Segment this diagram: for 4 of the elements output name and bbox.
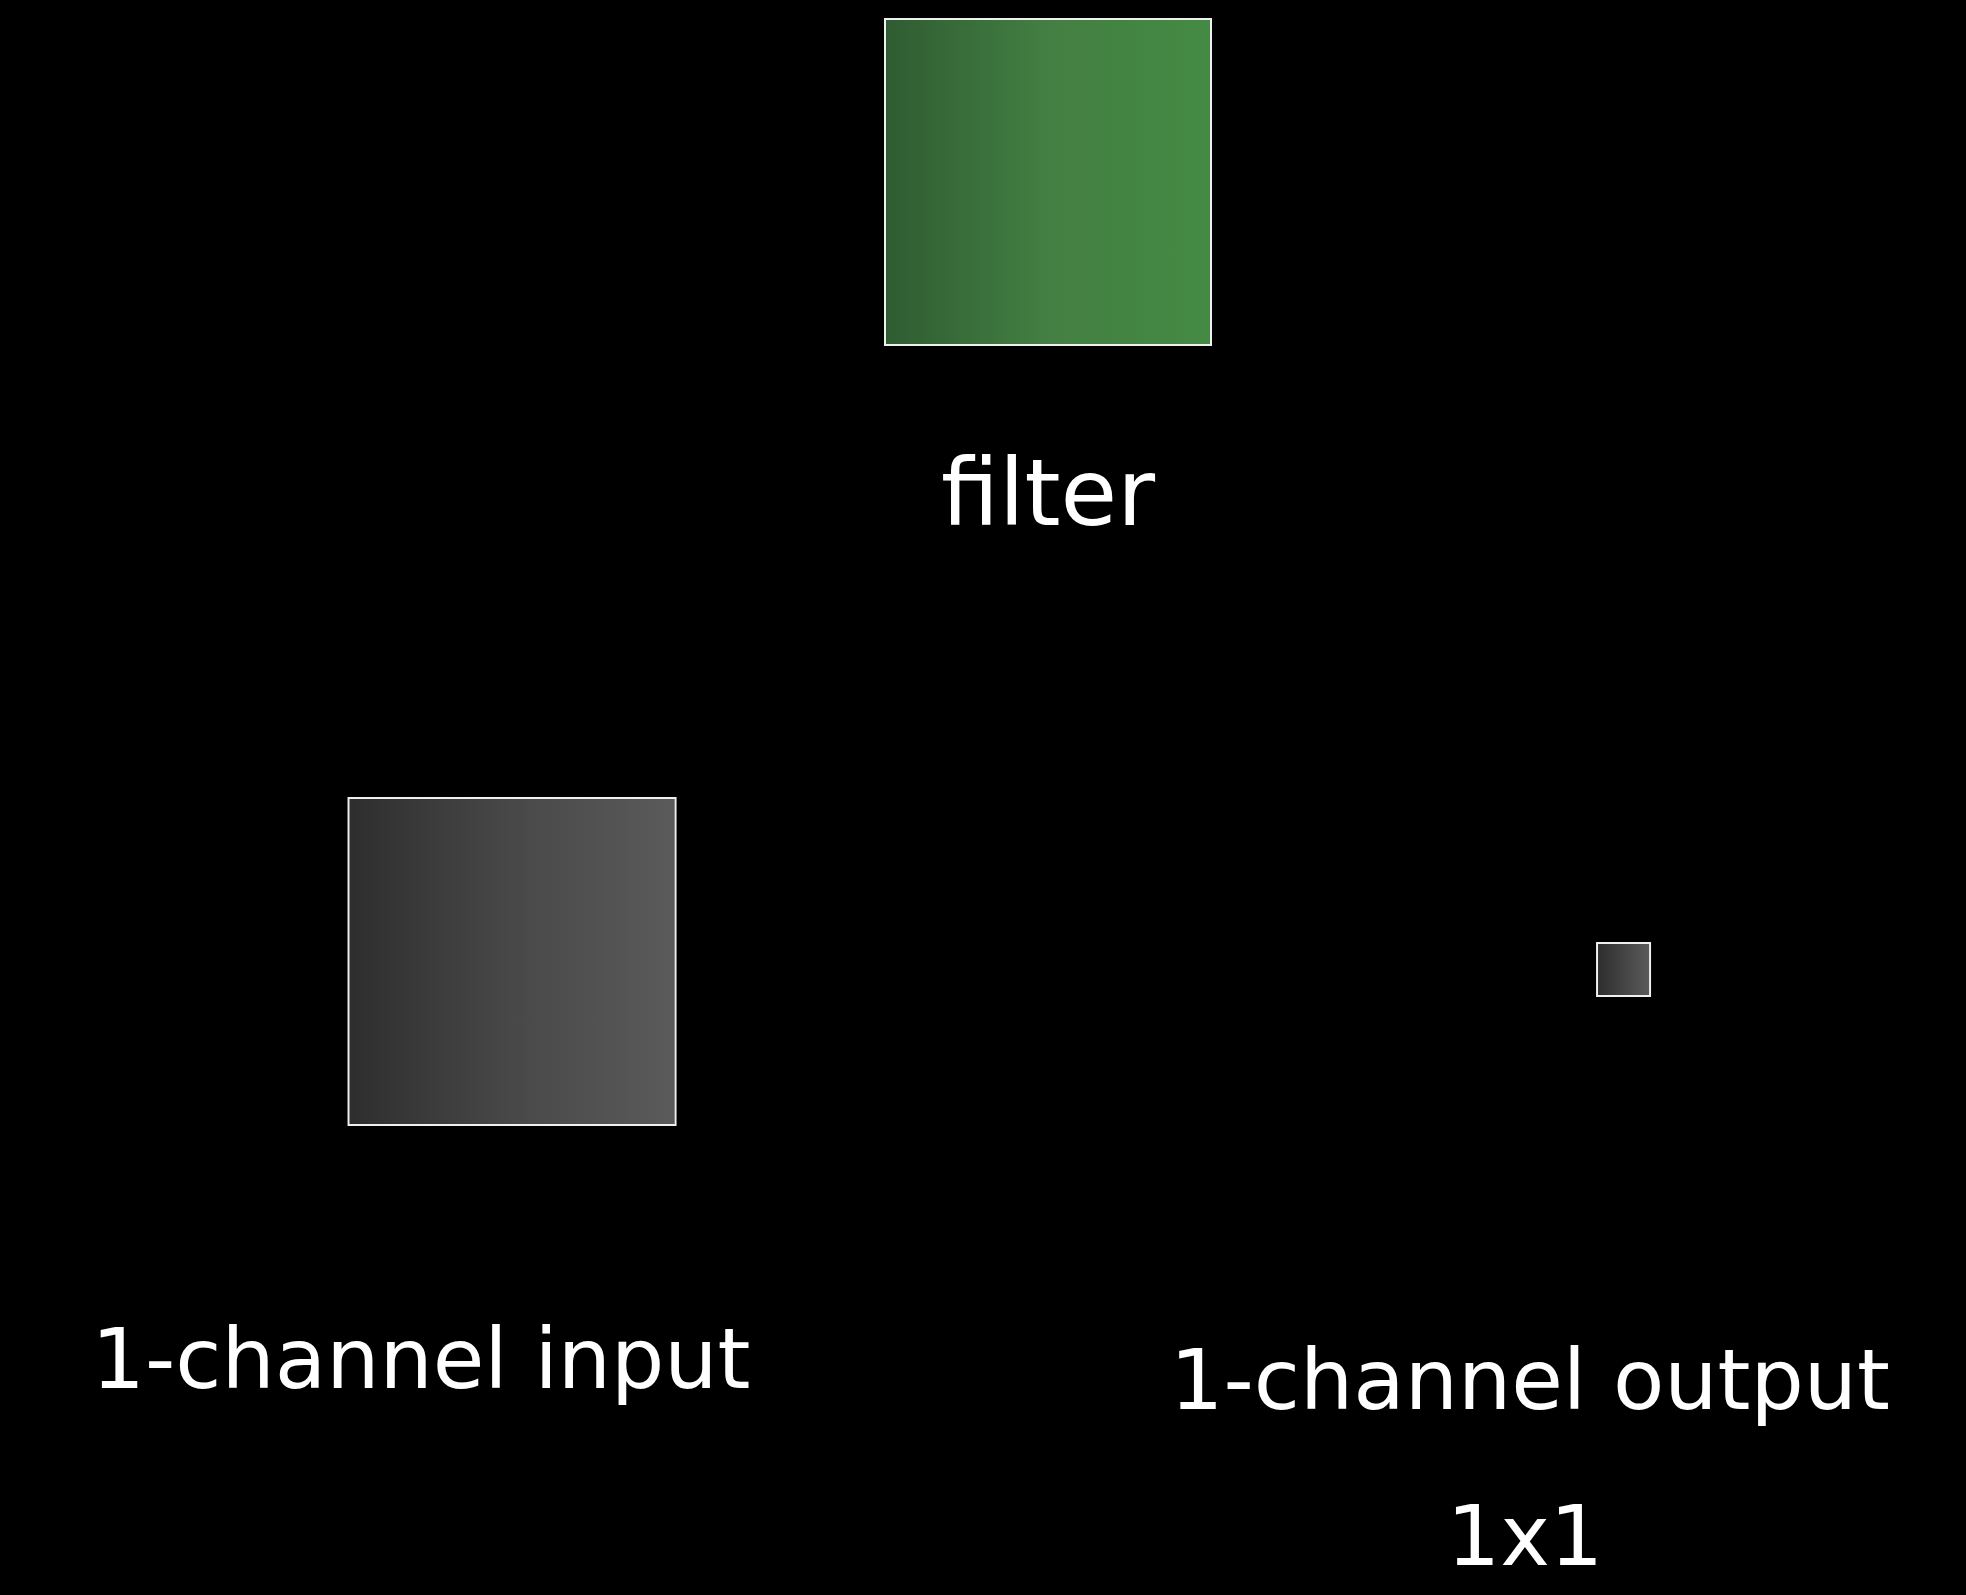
node-label: 1-channel output: [1170, 1332, 1890, 1429]
node-label: filter: [941, 441, 1155, 547]
size-label: 1x1: [1446, 1488, 1604, 1585]
node-label: 1-channel input: [91, 1311, 751, 1408]
